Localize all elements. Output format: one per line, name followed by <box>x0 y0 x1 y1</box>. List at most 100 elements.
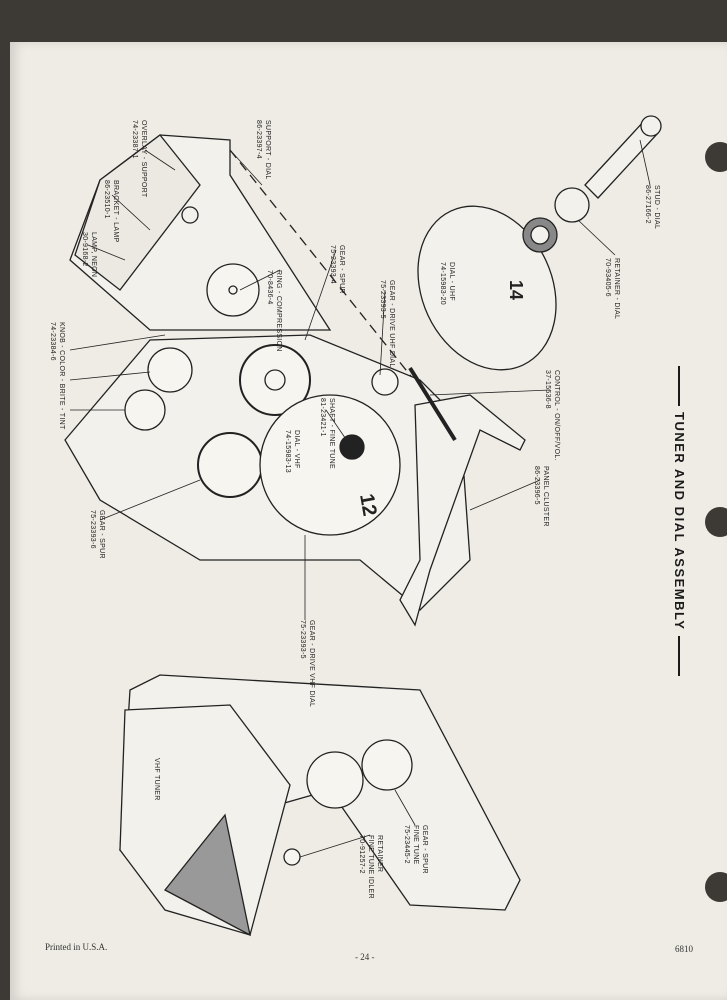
footer-printed: Printed in U.S.A. <box>45 942 108 952</box>
dial-uhf <box>417 205 557 371</box>
page-title: TUNER AND DIAL ASSEMBLY <box>672 360 687 682</box>
fine-tune-idler <box>306 751 364 809</box>
label-part-number: 30-9168-2 <box>81 232 88 267</box>
label-part-number: 75-23393-5 <box>379 280 386 319</box>
label-name-line-2: FINE TUNE IDLER <box>367 835 374 899</box>
leader-lines <box>69 139 651 858</box>
gear-spur-fine-tune <box>361 739 413 791</box>
label-part-number: 70-8436-4 <box>266 270 273 305</box>
label-name: GEAR - SPUR <box>421 825 428 874</box>
leader-line <box>229 149 263 186</box>
leader-line <box>379 289 386 376</box>
label-name: LAMP, NEON <box>90 232 97 278</box>
label-name: GEAR - SPUR <box>98 510 105 559</box>
leader-line <box>469 479 541 511</box>
gear-drive-uhf <box>371 368 399 396</box>
page-number: - 24 - <box>355 952 375 962</box>
leader-line <box>304 249 337 341</box>
vhf-tuner-shading <box>164 813 251 937</box>
label-part-number: 81-23421-1 <box>319 398 326 437</box>
leader-line <box>87 244 126 261</box>
leader-line <box>99 479 201 521</box>
label-name: PANEL CLUSTER <box>542 466 549 527</box>
leader-line <box>239 269 281 291</box>
control-shaft <box>408 366 457 442</box>
punch-hole <box>705 142 727 172</box>
leader-line <box>111 194 151 231</box>
label-part-number: 86-23396-5 <box>533 466 540 505</box>
label-name: GEAR - DRIVE UHF DIAL <box>388 280 395 368</box>
label-name: VHF TUNER <box>153 758 160 801</box>
punch-hole <box>705 872 727 902</box>
label-part-number: 86-27166-2 <box>644 185 651 224</box>
label-name: SUPPORT - DIAL <box>264 120 271 180</box>
knob <box>147 347 193 393</box>
vhf-dial-number: 12 <box>355 492 381 518</box>
leader-line <box>299 834 371 858</box>
label-control: CONTROL - ON/OFF/VOL.37-15536-8 <box>543 370 561 461</box>
label-name: GEAR - SPUR <box>338 245 345 294</box>
retainer-dial <box>554 187 590 223</box>
label-part-number: 75-23393-4 <box>329 245 336 284</box>
label-part-number: 74-15983-20 <box>439 262 446 305</box>
overlay-support <box>74 134 201 291</box>
knob <box>206 263 260 317</box>
label-part-number: 75-23393-6 <box>89 510 96 549</box>
label-part-number: 70-93405-6 <box>604 258 611 297</box>
label-part-number: 74-23387-1 <box>131 120 138 159</box>
uhf-dial-number: 14 <box>506 280 526 300</box>
leader-line <box>144 149 176 171</box>
label-name: CONTROL - ON/OFF/VOL. <box>553 370 560 461</box>
retainer-ring-center <box>530 225 550 245</box>
label-part-number: 74-23384-6 <box>49 322 56 361</box>
label-name: DIAL - UHF <box>448 262 455 301</box>
leader-line <box>69 371 151 381</box>
retainer-fine-tune-idler <box>283 848 301 866</box>
support-hole <box>181 206 199 224</box>
label-part-number: 74-15983-13 <box>284 430 291 473</box>
label-name: STUD - DIAL <box>653 185 660 230</box>
label-part-number: 75-23445-2 <box>403 825 410 864</box>
leader-line <box>429 389 551 396</box>
label-part-number: 86-23510-1 <box>103 180 110 219</box>
alignment-line <box>229 149 431 401</box>
label-name: SHAFT - FINE TUNE <box>328 398 335 469</box>
punch-hole <box>705 507 727 537</box>
gear-hub <box>264 369 286 391</box>
gear-spur <box>239 344 311 416</box>
dial-vhf <box>259 394 401 536</box>
document-number: 6810 <box>675 944 693 954</box>
stud-dial-head <box>640 115 662 137</box>
label-part-number: 86-23397-4 <box>255 120 262 159</box>
label-name: BRACKET - LAMP <box>112 180 119 243</box>
knob-hub <box>228 285 238 295</box>
label-part-number: 70-91257-2 <box>358 835 365 874</box>
leader-line <box>325 409 351 446</box>
gear-spur <box>197 432 263 498</box>
label-name: RETAINER - DIAL <box>613 258 620 320</box>
label-name: RING - COMPRESSION <box>275 270 282 352</box>
label-name: RETAINER <box>376 835 383 873</box>
label-part-number: 37-15536-8 <box>544 370 551 409</box>
leader-line <box>577 219 616 256</box>
label-name-line-2: FINE TUNE <box>412 825 419 865</box>
label-part-number: 75-23393-5 <box>299 620 306 659</box>
